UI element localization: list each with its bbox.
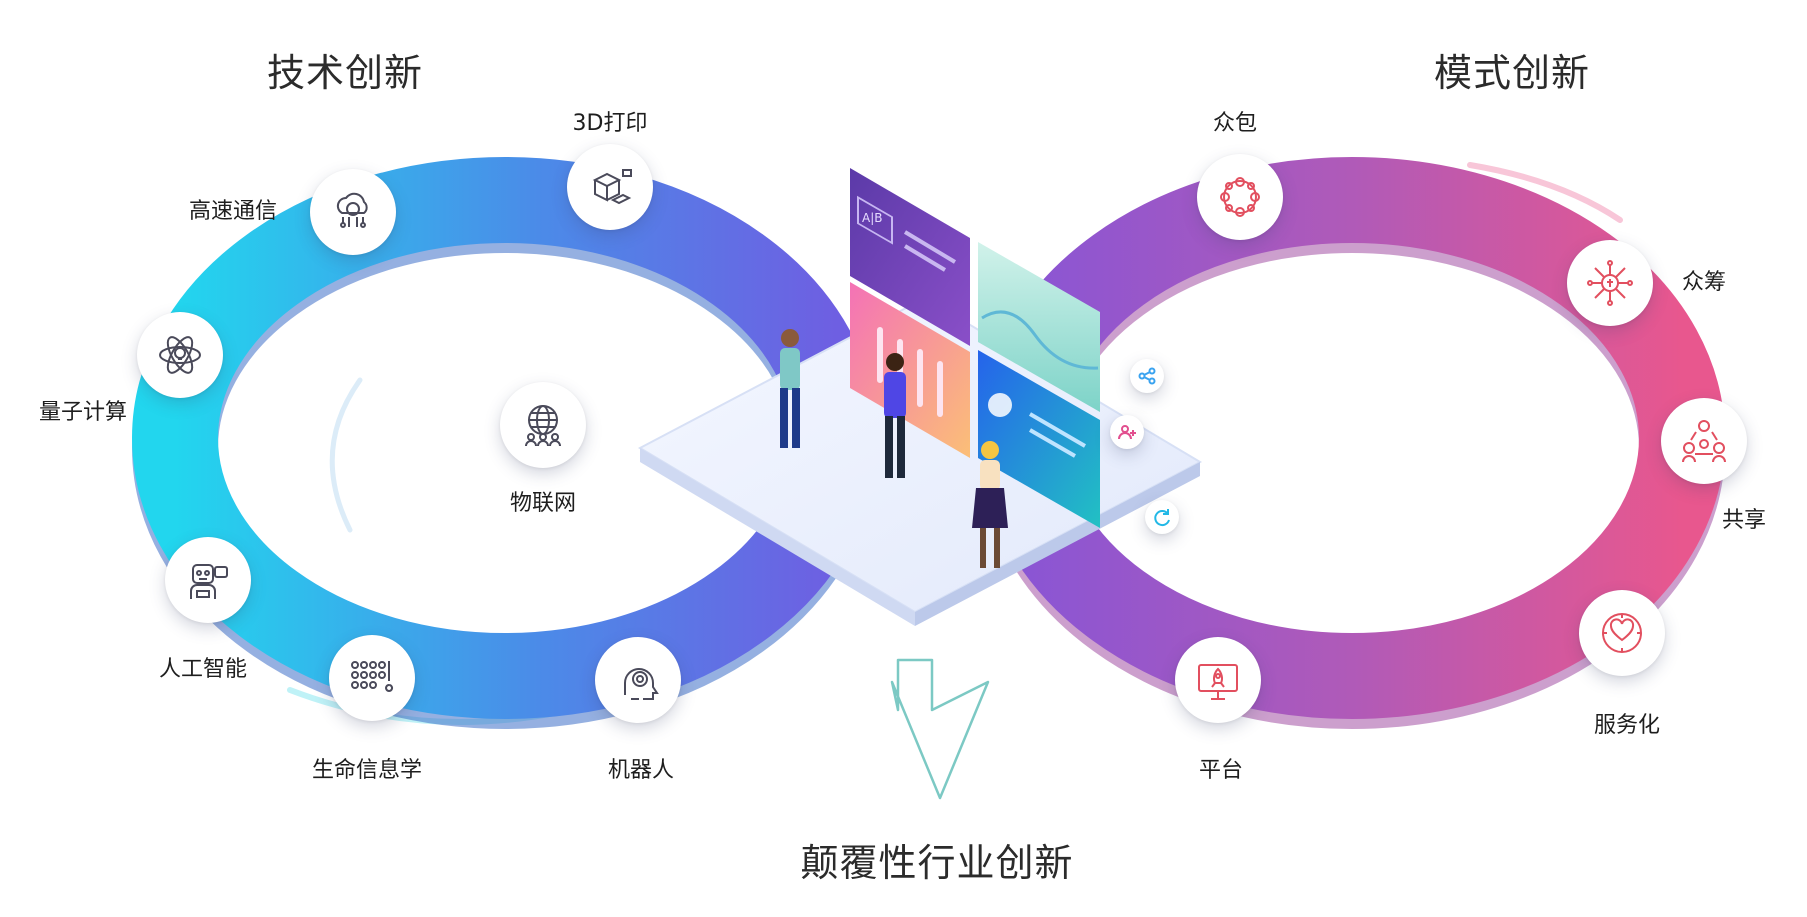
robot-ai-icon — [190, 564, 228, 599]
node-crowdsourcing[interactable] — [1197, 154, 1283, 240]
swoosh-inner-left — [329, 377, 363, 533]
panel-ab-text: A|B — [862, 211, 882, 225]
panel-ab — [850, 168, 970, 346]
3d-printer-icon — [592, 169, 632, 205]
atom-bulb-icon — [159, 336, 201, 374]
label-high-speed-communication: 高速通信 — [188, 199, 278, 224]
node-high-speed-communication[interactable] — [310, 169, 396, 255]
node-robotics[interactable] — [595, 637, 681, 723]
heading-tech-innovation: 技术创新 — [266, 51, 424, 95]
heading-disruptive-innovation: 颠覆性行业创新 — [800, 841, 1074, 885]
swoosh-right — [1467, 162, 1623, 223]
down-arrow — [890, 658, 990, 800]
robot-head-icon — [624, 668, 659, 700]
label-crowdfunding: 众筹 — [1681, 270, 1727, 295]
cloud-network-icon — [336, 192, 368, 228]
person-right — [972, 441, 1008, 568]
user-add-icon — [1118, 425, 1136, 440]
label-3d-printing: 3D打印 — [572, 111, 648, 136]
label-crowdsourcing: 众包 — [1212, 111, 1258, 136]
heading-mode-innovation: 模式创新 — [1433, 51, 1591, 95]
dot-matrix-icon — [351, 661, 394, 692]
node-servitization[interactable] — [1579, 590, 1665, 676]
node-bioinformatics[interactable] — [329, 635, 415, 721]
label-platform: 平台 — [1198, 758, 1244, 783]
node-crowdfunding[interactable] — [1567, 240, 1653, 326]
person-middle — [884, 353, 906, 478]
globe-people-icon — [525, 405, 561, 447]
node-quantum-computing[interactable] — [137, 312, 223, 398]
label-robotics: 机器人 — [607, 758, 675, 783]
panel-profile — [978, 350, 1100, 528]
label-artificial-intelligence: 人工智能 — [158, 657, 248, 682]
label-bioinformatics: 生命信息学 — [311, 758, 423, 783]
floating-share-badge — [1130, 359, 1164, 393]
person-left — [780, 329, 800, 448]
node-iot[interactable] — [500, 382, 586, 468]
floating-refresh-badge — [1145, 500, 1179, 534]
label-servitization: 服务化 — [1593, 713, 1661, 738]
panel-ab-box — [857, 195, 893, 245]
label-quantum-computing: 量子计算 — [38, 400, 128, 425]
node-3d-printing[interactable] — [567, 144, 653, 230]
node-sharing[interactable] — [1661, 398, 1747, 484]
node-platform[interactable] — [1175, 637, 1261, 723]
node-artificial-intelligence[interactable] — [165, 537, 251, 623]
label-sharing: 共享 — [1721, 508, 1767, 533]
panel-wave — [978, 242, 1100, 412]
sharing-people-icon — [1682, 420, 1726, 463]
share-icon — [1138, 367, 1156, 385]
people-network-icon — [1220, 177, 1260, 217]
heart-hands-icon — [1602, 613, 1642, 653]
refresh-icon — [1154, 509, 1170, 527]
floating-user-badge — [1110, 415, 1144, 449]
funding-network-icon — [1587, 260, 1633, 306]
rocket-monitor-icon — [1198, 664, 1238, 700]
screen-panels: A|B — [850, 168, 1100, 528]
label-iot: 物联网 — [509, 491, 577, 516]
